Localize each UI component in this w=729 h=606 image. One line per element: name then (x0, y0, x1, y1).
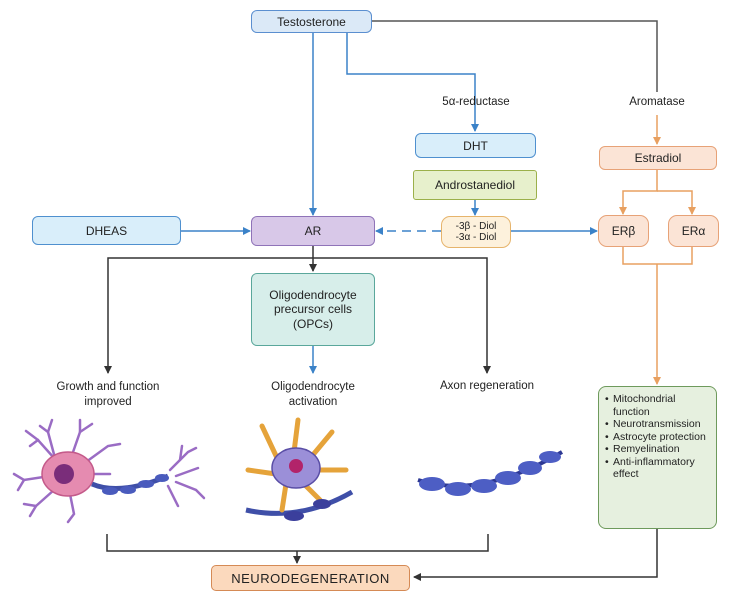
testosterone-node: Testosterone (251, 10, 372, 33)
arrow-testosterone-dht (346, 32, 479, 132)
diol-alpha-label: -3α - Diol (455, 232, 497, 243)
effect-item: Neurotransmission (605, 418, 712, 431)
aromatase-label: Aromatase (629, 96, 685, 108)
ar-node: AR (251, 216, 375, 246)
arrow-estradiol-eralpha (657, 190, 696, 215)
arrow-ar-growth (104, 257, 313, 374)
effect-item: Astrocyte protection (605, 431, 712, 444)
line-bottom-bracket (106, 534, 489, 552)
axon-illustration (417, 450, 564, 496)
reductase-label: 5α-reductase (442, 96, 510, 108)
neurodegeneration-node: NEURODEGENERATION (211, 565, 410, 591)
dheas-node: DHEAS (32, 216, 181, 245)
dht-node: DHT (415, 133, 536, 158)
neuron-illustration (12, 418, 206, 524)
effect-item: Mitochondrial function (605, 393, 712, 418)
er-alpha-node: ERα (668, 215, 719, 247)
line-testosterone-aromatase (372, 20, 658, 92)
effect-item: Anti-inflammatory effect (605, 456, 712, 481)
arrow-estradiol-erbeta (619, 170, 658, 215)
estradiol-node: Estradiol (599, 146, 717, 170)
line-er-merge (622, 247, 693, 265)
arrow-effects-neuro (413, 529, 658, 581)
effects-box: Mitochondrial function Neurotransmission… (598, 386, 717, 529)
androstanediol-node: Androstanediol (413, 170, 537, 200)
axon-outcome-label: Axon regeneration (440, 380, 534, 392)
effect-item: Remyelination (605, 443, 712, 456)
oligodendrocyte-illustration (245, 417, 354, 521)
diol-node: -3β - Diol -3α - Diol (441, 216, 511, 248)
activation-outcome-label: Oligodendrocyte activation (271, 381, 355, 408)
er-beta-node: ERβ (598, 215, 649, 247)
opcs-node: Oligodendrocyte precursor cells (OPCs) (251, 273, 375, 346)
growth-outcome-label: Growth and function improved (56, 381, 160, 408)
arrow-ar-axon (313, 257, 491, 374)
diol-beta-label: -3β - Diol (455, 221, 497, 232)
